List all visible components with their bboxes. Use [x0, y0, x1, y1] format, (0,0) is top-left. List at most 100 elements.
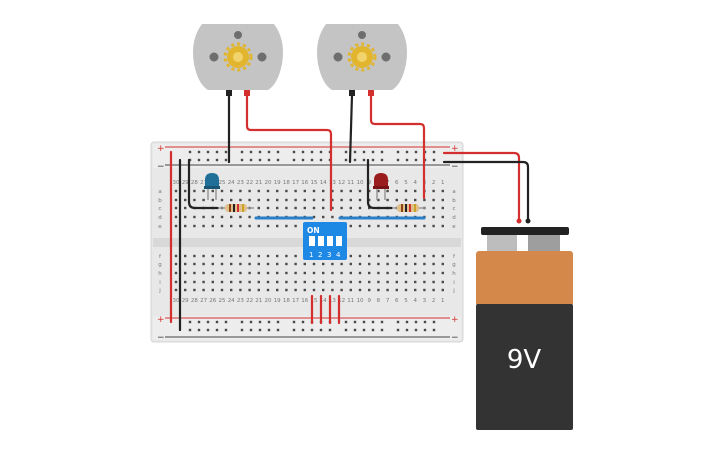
- breadboard-hole[interactable]: [353, 328, 357, 332]
- breadboard-hole[interactable]: [405, 328, 409, 332]
- breadboard-hole[interactable]: [340, 189, 343, 193]
- breadboard-hole[interactable]: [257, 262, 260, 266]
- breadboard-hole[interactable]: [423, 262, 426, 266]
- breadboard-hole[interactable]: [240, 150, 244, 154]
- breadboard-hole[interactable]: [404, 288, 408, 292]
- breadboard-hole[interactable]: [220, 215, 224, 219]
- breadboard-hole[interactable]: [349, 189, 352, 193]
- breadboard-hole[interactable]: [396, 320, 400, 324]
- breadboard-hole[interactable]: [215, 320, 219, 324]
- breadboard-hole[interactable]: [395, 189, 398, 193]
- breadboard-hole[interactable]: [441, 206, 444, 210]
- breadboard-hole[interactable]: [386, 271, 389, 275]
- breadboard-hole[interactable]: [377, 224, 380, 228]
- breadboard-hole[interactable]: [220, 288, 224, 292]
- breadboard-hole[interactable]: [441, 288, 444, 292]
- breadboard-hole[interactable]: [257, 206, 260, 210]
- breadboard-hole[interactable]: [267, 328, 271, 332]
- breadboard-hole[interactable]: [358, 198, 362, 202]
- breadboard-hole[interactable]: [371, 320, 375, 324]
- breadboard-hole[interactable]: [211, 280, 214, 284]
- dip-switch-toggle-2[interactable]: [318, 236, 324, 246]
- breadboard-hole[interactable]: [414, 254, 417, 258]
- breadboard-hole[interactable]: [294, 224, 297, 228]
- breadboard-hole[interactable]: [193, 198, 196, 202]
- breadboard-hole[interactable]: [294, 189, 297, 193]
- breadboard-hole[interactable]: [230, 262, 233, 266]
- breadboard-hole[interactable]: [230, 224, 233, 228]
- breadboard-hole[interactable]: [301, 150, 305, 154]
- breadboard-hole[interactable]: [405, 150, 409, 154]
- breadboard-hole[interactable]: [423, 254, 426, 258]
- breadboard-hole[interactable]: [377, 189, 380, 193]
- breadboard-hole[interactable]: [266, 280, 270, 284]
- breadboard-hole[interactable]: [285, 206, 288, 210]
- breadboard-hole[interactable]: [380, 150, 384, 154]
- breadboard-hole[interactable]: [432, 262, 435, 266]
- breadboard-hole[interactable]: [202, 189, 205, 193]
- breadboard-hole[interactable]: [312, 262, 316, 266]
- breadboard-hole[interactable]: [197, 320, 201, 324]
- breadboard-hole[interactable]: [215, 328, 219, 332]
- breadboard-hole[interactable]: [202, 254, 205, 258]
- breadboard-hole[interactable]: [312, 288, 316, 292]
- breadboard-hole[interactable]: [174, 288, 178, 292]
- breadboard-hole[interactable]: [276, 328, 280, 332]
- breadboard-hole[interactable]: [211, 271, 214, 275]
- breadboard-hole[interactable]: [310, 150, 314, 154]
- breadboard-hole[interactable]: [377, 271, 380, 275]
- breadboard-hole[interactable]: [303, 271, 306, 275]
- breadboard-hole[interactable]: [414, 271, 417, 275]
- breadboard-hole[interactable]: [294, 254, 297, 258]
- breadboard-hole[interactable]: [224, 158, 228, 162]
- breadboard-hole[interactable]: [230, 198, 233, 202]
- breadboard-hole[interactable]: [362, 328, 366, 332]
- breadboard-hole[interactable]: [340, 288, 343, 292]
- breadboard-hole[interactable]: [257, 224, 260, 228]
- wire-black-battery[interactable]: [442, 160, 530, 224]
- breadboard-hole[interactable]: [441, 189, 444, 193]
- breadboard-hole[interactable]: [368, 280, 371, 284]
- breadboard-hole[interactable]: [405, 158, 409, 162]
- breadboard-hole[interactable]: [257, 198, 260, 202]
- breadboard-hole[interactable]: [386, 280, 389, 284]
- breadboard-hole[interactable]: [380, 158, 384, 162]
- breadboard-hole[interactable]: [301, 328, 305, 332]
- breadboard-hole[interactable]: [248, 262, 251, 266]
- breadboard-hole[interactable]: [184, 206, 187, 210]
- breadboard-hole[interactable]: [362, 320, 366, 324]
- breadboard-hole[interactable]: [193, 288, 196, 292]
- breadboard-hole[interactable]: [380, 320, 384, 324]
- breadboard-hole[interactable]: [414, 280, 417, 284]
- breadboard-hole[interactable]: [432, 215, 435, 219]
- breadboard-hole[interactable]: [386, 262, 389, 266]
- breadboard-hole[interactable]: [266, 254, 270, 258]
- breadboard-hole[interactable]: [193, 280, 196, 284]
- breadboard-hole[interactable]: [276, 224, 279, 228]
- breadboard-hole[interactable]: [414, 198, 417, 202]
- breadboard-hole[interactable]: [188, 328, 192, 332]
- breadboard-hole[interactable]: [432, 320, 436, 324]
- breadboard-hole[interactable]: [239, 280, 242, 284]
- breadboard-hole[interactable]: [377, 262, 380, 266]
- breadboard-hole[interactable]: [240, 320, 244, 324]
- breadboard-hole[interactable]: [396, 328, 400, 332]
- breadboard-hole[interactable]: [266, 271, 270, 275]
- breadboard-hole[interactable]: [193, 215, 196, 219]
- breadboard-hole[interactable]: [220, 280, 224, 284]
- breadboard-hole[interactable]: [404, 262, 408, 266]
- breadboard-hole[interactable]: [414, 224, 417, 228]
- breadboard-hole[interactable]: [230, 254, 233, 258]
- breadboard-hole[interactable]: [362, 150, 366, 154]
- breadboard-hole[interactable]: [174, 262, 178, 266]
- breadboard-hole[interactable]: [349, 262, 352, 266]
- wire-red-motor-left[interactable]: [245, 93, 333, 212]
- breadboard-hole[interactable]: [258, 320, 262, 324]
- breadboard-hole[interactable]: [423, 280, 426, 284]
- breadboard-hole[interactable]: [358, 224, 362, 228]
- breadboard-hole[interactable]: [395, 262, 398, 266]
- breadboard-hole[interactable]: [285, 224, 288, 228]
- breadboard-hole[interactable]: [248, 198, 251, 202]
- breadboard-hole[interactable]: [344, 150, 348, 154]
- breadboard-hole[interactable]: [331, 206, 334, 210]
